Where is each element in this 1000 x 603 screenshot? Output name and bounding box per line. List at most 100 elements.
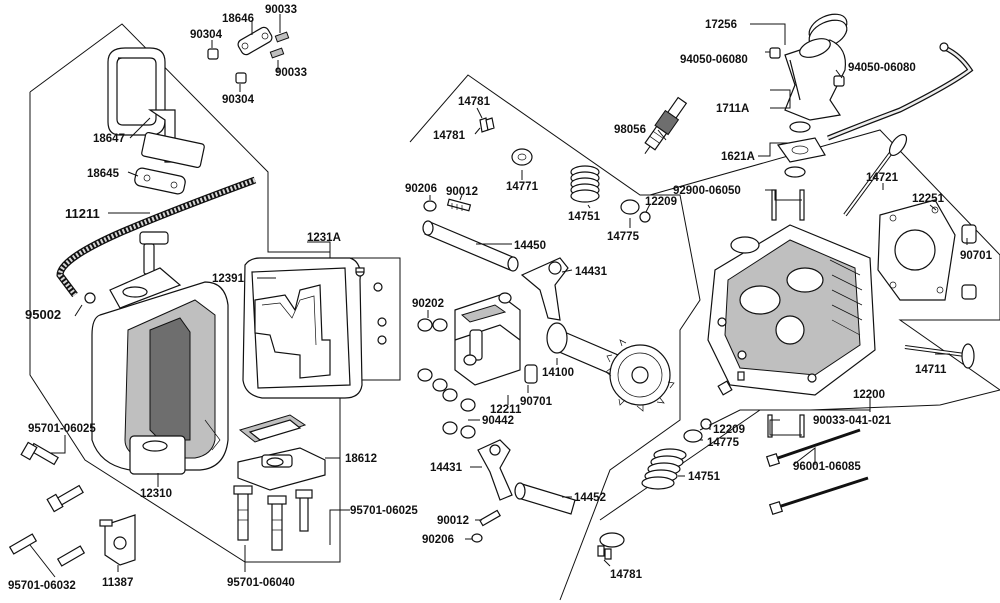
stud-90033a: [274, 31, 290, 43]
valve-cotters-14781: [479, 117, 495, 133]
insulator-1621A: [776, 137, 826, 163]
label-12391: 12391: [212, 273, 245, 285]
label-92900-06050: 92900-06050: [673, 185, 741, 197]
seal-12209a: [639, 211, 651, 223]
valve-14721: [843, 133, 908, 217]
clip-95002: [84, 292, 96, 304]
label-14450: 14450: [514, 240, 546, 252]
label-94050-06080a: 94050-06080: [680, 54, 748, 66]
label-14751a: 14751: [568, 211, 601, 223]
label-18647: 18647: [93, 133, 125, 145]
air-pipe-18647: [107, 47, 205, 169]
nuts-90202: [417, 318, 448, 392]
label-95002: 95002: [25, 307, 61, 322]
cylinder-head-12200: [707, 224, 876, 396]
label-96001-06085: 96001-06085: [793, 461, 861, 473]
label-14751b: 14751: [688, 471, 721, 483]
hose-fitting: [139, 231, 169, 275]
valve-spring-14751b: [641, 448, 687, 490]
gasket-18645: [134, 167, 186, 195]
label-98056: 98056: [614, 124, 646, 136]
label-95701-06025a: 95701-06025: [28, 423, 96, 435]
label-12251: 12251: [912, 193, 945, 205]
label-11211: 11211: [65, 206, 100, 221]
left-parts: [8, 26, 387, 567]
screw-90012a: [446, 198, 472, 212]
label-90206a: 90206: [405, 183, 437, 195]
bracket-11387: [99, 514, 136, 566]
label-90206b: 90206: [422, 534, 454, 546]
label-14711: 14711: [915, 364, 947, 376]
label-12310: 12310: [140, 488, 172, 500]
label-90012b: 90012: [437, 515, 469, 527]
gasket-18646: [237, 26, 273, 56]
head-gasket-12251: [877, 199, 956, 301]
label-14781c: 14781: [610, 569, 643, 581]
label-95701-06032: 95701-06032: [8, 580, 76, 592]
label-90304b: 90304: [222, 94, 255, 106]
washer-90206b: [471, 533, 483, 543]
stud-small: [717, 371, 745, 396]
label-14781b: 14781: [433, 130, 466, 142]
label-94050-06080b: 94050-06080: [848, 62, 916, 74]
camshaft-group-boundary: [409, 74, 701, 601]
valve-cotters-14781c: [597, 545, 612, 560]
washers-90442: [442, 388, 476, 439]
right-parts: [707, 13, 977, 516]
label-90701a: 90701: [520, 396, 553, 408]
label-90701b: 90701: [960, 250, 993, 262]
label-1621A: 1621A: [721, 151, 755, 163]
valve-spring-14751a: [570, 165, 600, 203]
label-95701-06040: 95701-06040: [227, 577, 295, 589]
bolts-95701-06032: [8, 533, 86, 567]
head-cover-12310: [91, 267, 229, 475]
cam-holder-12211: [454, 292, 521, 386]
label-12211: 12211: [490, 404, 522, 416]
leader-lines: [29, 14, 968, 578]
label-18612: 18612: [345, 453, 377, 465]
stud-90033-041-021b: [799, 414, 805, 438]
label-14100: 14100: [542, 367, 574, 379]
label-14775a: 14775: [607, 231, 640, 243]
stud-90033b: [269, 47, 285, 59]
label-11387: 11387: [102, 577, 133, 589]
label-90442: 90442: [482, 415, 514, 427]
spring-seat-14775a: [620, 199, 640, 215]
spark-plug-98056: [644, 96, 688, 154]
bolts-95701-06025: [20, 441, 84, 513]
bolt-94050-06080b: [833, 75, 845, 87]
label-14431b: 14431: [430, 462, 463, 474]
label-12209b: 12209: [713, 424, 745, 436]
label-18645: 18645: [87, 168, 120, 180]
label-14775b: 14775: [707, 437, 740, 449]
screw-90012b: [479, 509, 501, 527]
label-18646: 18646: [222, 13, 254, 25]
dowel-pin-90701c: [961, 284, 977, 300]
seal-12209b: [700, 418, 712, 430]
spring-retainer-14771: [511, 148, 533, 166]
rocker-arm-14431b: [477, 439, 513, 501]
label-14721: 14721: [866, 172, 899, 184]
spring-retainer-lower: [599, 532, 625, 548]
rocker-shaft-14450: [422, 220, 519, 272]
bolt-94050-06080a: [769, 47, 781, 59]
cover-group-boundary: [29, 23, 401, 563]
bolts-95701-06040: [233, 485, 313, 551]
washer-90206a: [423, 200, 437, 212]
o-ring: [789, 121, 811, 133]
label-90033-041-021: 90033-041-021: [813, 415, 892, 427]
rocker-arm-14431a: [520, 257, 569, 321]
label-90012a: 90012: [446, 186, 478, 198]
spring-seat-14775b: [683, 429, 703, 443]
dowel-pin-90701a: [524, 364, 538, 384]
part-labels: 18646 90033 90304 90033 90304 18647 1864…: [8, 4, 993, 592]
stud-92900-06050b: [799, 189, 805, 221]
label-95701-06025b: 95701-06025: [350, 505, 418, 517]
label-90033b: 90033: [275, 67, 307, 79]
label-14771: 14771: [506, 181, 539, 193]
label-14452: 14452: [574, 492, 606, 504]
label-12209a: 12209: [645, 196, 677, 208]
intake-manifold-1711A: [784, 38, 847, 121]
valve-14711: [904, 343, 975, 369]
